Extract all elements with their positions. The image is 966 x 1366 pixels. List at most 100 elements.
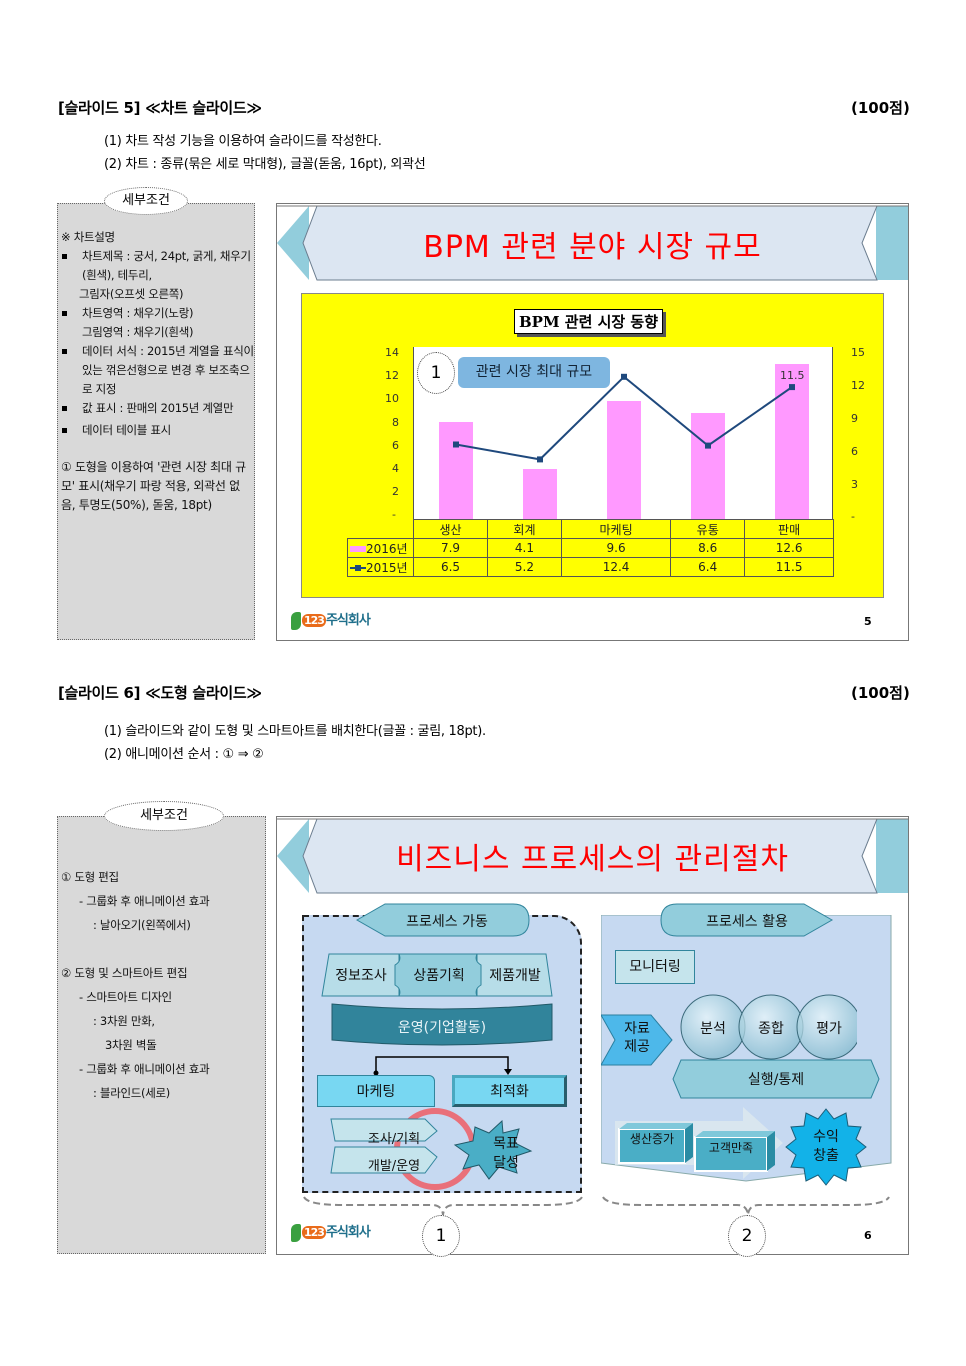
group1-number-circle: 1 [422, 1215, 460, 1257]
category-label: 유통 [670, 519, 746, 539]
title-banner [277, 205, 908, 281]
condition-spacer [61, 937, 266, 961]
condition-line: ② 도형 및 스마트아트 편집 [61, 966, 188, 980]
condition-item: 데이터 서식 : 2015년 계열을 표식이 있는 꺾은선형으로 변경 후 보조… [58, 342, 254, 399]
arrow-label: 조사/기획 [367, 1132, 421, 1147]
goal-cycle-graphic [330, 1108, 533, 1190]
condition-line: - 그룹화 후 애니메이션 효과 [79, 1062, 210, 1076]
chart-data-table: 생산 회계 마케팅 유통 판매 2016년 7.9 4.1 9.6 8.6 12… [347, 519, 834, 577]
slide5-instruction-2: (2) 차트 : 종류(묶은 세로 막대형), 글꼴(돋움, 16pt), 외곽… [104, 157, 426, 172]
slide6-instruction-2: (2) 애니메이션 순서 : ① ⇒ ② [104, 747, 264, 762]
y-tick: 6 [392, 439, 399, 452]
condition-line: ① 도형 편집 [61, 870, 119, 884]
group2-header: 프로세스 활용 [706, 914, 788, 930]
monitoring-note: 모니터링 [615, 950, 695, 984]
condition-line: 3차원 벽돌 [105, 1038, 157, 1052]
condition-line: - 그룹화 후 애니메이션 효과 [79, 894, 210, 908]
slide5-heading: [슬라이드 5] ≪차트 슬라이드≫ [58, 99, 262, 117]
revenue-seal [785, 1108, 867, 1186]
execution-label: 실행/통제 [747, 1072, 805, 1088]
group1-header-shape [355, 903, 530, 937]
slide6-heading: [슬라이드 6] ≪도형 슬라이드≫ [58, 684, 262, 702]
table-row: 2016년 7.9 4.1 9.6 8.6 12.6 [347, 538, 834, 558]
slide5-instruction-1: (1) 차트 작성 기능을 이용하여 슬라이드를 작성한다. [104, 134, 382, 149]
title-banner [277, 818, 908, 894]
callout-number-circle: 1 [417, 352, 455, 394]
condition-item: 그림자(오프셋 오른쪽) [79, 287, 184, 301]
y-tick: - [392, 508, 396, 521]
condition-item: 차트제목 : 궁서, 24pt, 굵게, 채우기(흰색), 테두리, [58, 247, 254, 285]
legend-swatch-bar [350, 546, 366, 552]
connector-arrow [373, 1056, 512, 1075]
y2-tick: 9 [851, 412, 858, 425]
blocks-arrow-graphic [615, 1107, 783, 1179]
chart-title: BPM 관련 시장 동향 [514, 309, 664, 334]
category-label: 회계 [486, 519, 562, 539]
venn-label-synthesis: 종합 [758, 1021, 784, 1037]
condition-item: 그림영역 : 채우기(흰색) [82, 325, 194, 339]
chart-series-graphic [439, 364, 809, 519]
legend-2016: 2016년 [347, 538, 414, 558]
slide5-conditions-box: ※ 차트설명 차트제목 : 궁서, 24pt, 굵게, 채우기(흰색), 테두리… [57, 203, 255, 640]
slide6-frame: 비즈니스 프로세스의 관리절차 프로세스 가동 정보조사 상품기획 제품개발 운… [276, 816, 909, 1257]
condition-item: 값 표시 : 판매의 2015년 계열만 [58, 399, 254, 418]
slide5-frame: BPM 관련 분야 시장 규모 BPM 관련 시장 동향 14 12 10 8 … [276, 203, 909, 641]
y-tick: 10 [385, 392, 399, 405]
venn-label-analysis: 분석 [700, 1021, 726, 1037]
condition-item: 차트영역 : 채우기(노랑) [58, 304, 254, 323]
process-box: 제품개발 [489, 968, 541, 984]
condition-line: : 블라인드(세로) [93, 1086, 170, 1100]
group1-row1-shapes [321, 953, 553, 997]
operation-band-shape [331, 1003, 553, 1046]
execution-hexagon [672, 1059, 880, 1099]
data-supply-chevron [601, 1014, 673, 1066]
callout-max-market: 관련 시장 최대 규모 [458, 357, 610, 388]
venn-label-evaluation: 평가 [816, 1021, 842, 1037]
y2-tick: 12 [851, 379, 865, 392]
group2-number-circle: 2 [728, 1215, 766, 1257]
data-label-2015-sales: 11.5 [780, 369, 805, 382]
venn-circles [680, 994, 857, 1060]
optimization-box: 최적화 [452, 1075, 567, 1107]
condition-line: : 날아오기(왼쪽에서) [93, 918, 191, 932]
process-box: 상품기획 [413, 968, 465, 984]
condition-note: ① 도형을 이용하여 '관련 시장 최대 규모' 표시(채우기 파랑 적용, 외… [61, 460, 246, 512]
condition-line: - 스마트아트 디자인 [79, 990, 172, 1004]
chart-area: BPM 관련 시장 동향 14 12 10 8 6 4 2 - 15 12 9 … [301, 293, 884, 598]
y-tick: 4 [392, 462, 399, 475]
group1-header: 프로세스 가동 [406, 914, 488, 930]
leaf-icon [291, 611, 301, 630]
arrow-label: 개발/운영 [367, 1159, 421, 1174]
operation-band: 운영(기업활동) [397, 1020, 487, 1036]
leaf-icon [291, 1223, 301, 1242]
legend-swatch-line [350, 565, 366, 571]
y2-tick: - [851, 510, 855, 523]
slide6-score: (100점) [851, 684, 910, 702]
group2-brace [602, 1196, 890, 1216]
conditions-header: ※ 차트설명 [61, 230, 115, 244]
group2-header-shape [660, 903, 834, 937]
conditions-label: 세부조건 [104, 187, 188, 215]
condition-item: 데이터 테이블 표시 [58, 421, 254, 440]
legend-2015: 2015년 [347, 557, 414, 577]
slide6-page-number: 6 [864, 1229, 872, 1242]
y-tick: 2 [392, 485, 399, 498]
y2-tick: 3 [851, 478, 858, 491]
y-tick: 12 [385, 369, 399, 382]
slide6-instruction-1: (1) 슬라이드와 같이 도형 및 스마트아트를 배치한다(글꼴 : 굴림, 1… [104, 724, 486, 739]
category-label: 생산 [413, 519, 488, 539]
category-label: 판매 [744, 519, 834, 539]
y2-tick: 6 [851, 445, 858, 458]
condition-line: : 3차원 만화, [93, 1014, 155, 1028]
table-row: 생산 회계 마케팅 유통 판매 [348, 519, 834, 539]
group1-brace [303, 1196, 583, 1216]
marketing-box: 마케팅 [317, 1075, 435, 1107]
slide6-title: 비즈니스 프로세스의 관리절차 [396, 842, 789, 877]
block-label: 고객만족 [708, 1141, 754, 1155]
slide5-page-number: 5 [864, 615, 872, 628]
